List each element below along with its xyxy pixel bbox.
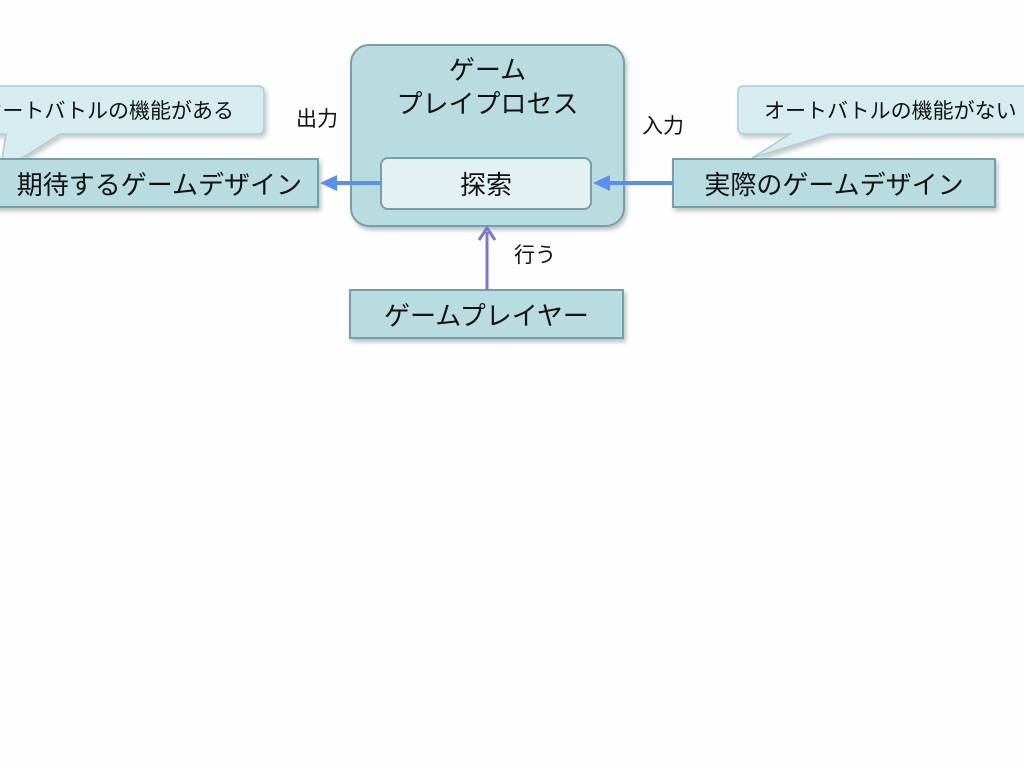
- process-title-line1: ゲーム: [448, 55, 527, 86]
- player-box: [349, 289, 624, 339]
- player-label: ゲームプレイヤー: [384, 301, 589, 332]
- actual-design-label: 実際のゲームデザイン: [704, 170, 964, 201]
- process-title-line2: プレイプロセス: [396, 89, 579, 120]
- callout-left-text: オートバトルの機能がある: [0, 92, 264, 128]
- callout-right-label: オートバトルの機能がない: [764, 99, 1017, 123]
- input-label: 入力: [642, 114, 684, 138]
- expected-design-label: 期待するゲームデザイン: [0, 159, 318, 207]
- callout-left-label: オートバトルの機能がある: [0, 99, 234, 123]
- do-label: 行う: [514, 243, 556, 267]
- expected-design-text: 期待するゲームデザイン: [16, 170, 302, 201]
- input-arrow: [593, 175, 673, 191]
- explore-label: 探索: [459, 171, 512, 201]
- do-arrow: [477, 225, 497, 290]
- output-label: 出力: [296, 107, 338, 131]
- expected-design-box: [0, 158, 319, 208]
- callout-right-text: オートバトルの機能がない: [764, 92, 1024, 128]
- callout-left-bubble: [0, 85, 265, 173]
- output-arrow: [320, 175, 381, 191]
- callout-right-bubble: [737, 85, 1024, 159]
